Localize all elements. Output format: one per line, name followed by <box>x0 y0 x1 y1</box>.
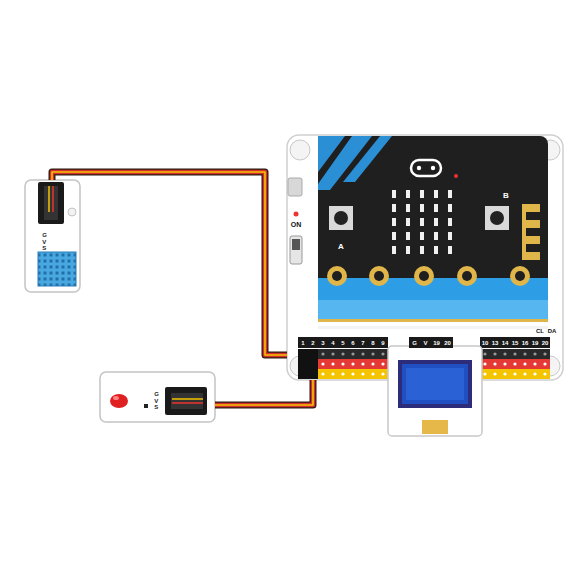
pin-label: 7 <box>361 340 364 346</box>
module-label: A <box>338 243 344 252</box>
pin-label: 16 <box>522 340 529 346</box>
cable-strand <box>52 172 287 355</box>
pin-label: 14 <box>502 340 509 346</box>
pin-label: 4 <box>331 340 334 346</box>
module-label: ON <box>291 221 302 229</box>
pin-label: G <box>412 340 417 346</box>
module-label: G V S <box>154 391 157 411</box>
pin-label: 9 <box>381 340 384 346</box>
pin-label: 20 <box>444 340 451 346</box>
usb-port <box>288 178 302 196</box>
module-label: G V S <box>42 232 45 252</box>
pin-label: 3 <box>321 340 324 346</box>
pin-label: 1 <box>301 340 304 346</box>
pin-label: 20 <box>542 340 549 346</box>
led-module <box>100 372 215 422</box>
pin-label: DA <box>548 328 557 334</box>
pin-label: 10 <box>482 340 489 346</box>
pin-label: 15 <box>512 340 519 346</box>
cable <box>215 380 313 405</box>
cable-strand <box>215 380 313 405</box>
module-label: B <box>503 192 509 201</box>
pin-label: 5 <box>341 340 344 346</box>
cable-strand <box>215 380 313 405</box>
cable <box>52 172 287 355</box>
cable-strand <box>52 172 287 355</box>
sensor-module: G V S <box>25 180 80 292</box>
led-module: G V S <box>100 372 215 422</box>
power-switch <box>290 236 302 264</box>
pin-label: V <box>423 340 427 346</box>
microbit <box>318 136 548 319</box>
dht11-module <box>25 180 80 292</box>
power-led <box>294 212 299 217</box>
pin-label: CL <box>536 328 544 334</box>
expansion-board <box>287 135 563 380</box>
pin-label: 13 <box>492 340 499 346</box>
pin-label: 6 <box>351 340 354 346</box>
cable-strand <box>52 172 287 355</box>
pin-label: 2 <box>311 340 314 346</box>
cable-strand <box>215 380 313 405</box>
pin-label: 8 <box>371 340 374 346</box>
oled-display <box>388 337 482 436</box>
pin-label: 19 <box>532 340 539 346</box>
wire-plug <box>298 349 308 379</box>
wire-plug <box>308 349 318 379</box>
pin-label: 19 <box>433 340 440 346</box>
